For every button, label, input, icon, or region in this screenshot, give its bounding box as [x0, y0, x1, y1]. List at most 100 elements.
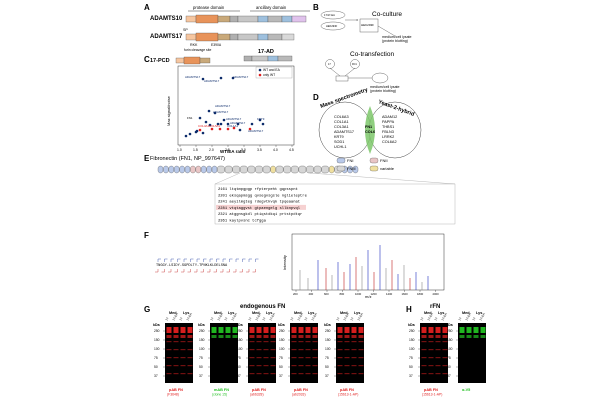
lane-label: 17 [178, 316, 183, 321]
blot-band [263, 327, 269, 333]
marker-label: 100 [154, 347, 160, 351]
blot-band [173, 341, 179, 343]
fn-domain-iii [232, 165, 240, 174]
spectrum-peaks [299, 245, 429, 290]
fn-domain-i [179, 165, 185, 174]
panel-e: E Fibronectin (FN1, NP_997647) FNI FNII … [144, 154, 456, 225]
blot-band [225, 327, 231, 333]
panel-letter-g: G [144, 305, 150, 314]
scatter-point [184, 134, 188, 138]
blot-band [225, 335, 231, 338]
lane-label: 17-EA [216, 312, 224, 321]
panel-h-title: rFN [430, 304, 440, 310]
blot-band [249, 335, 255, 338]
blot-band [263, 373, 269, 375]
venn-y2h-item: PAPPA [382, 120, 395, 124]
blot-band [270, 327, 276, 333]
marker-label: 50 [154, 365, 158, 369]
fibronectin-title: Fibronectin (FN1, NP_997647) [150, 156, 225, 162]
blot-band [337, 341, 343, 343]
blot-band [211, 327, 217, 333]
blot-band [442, 335, 448, 338]
scatter-point [232, 126, 236, 130]
lane-group-med: Med [169, 311, 177, 315]
blot-band [249, 373, 255, 375]
scatter-point [198, 116, 202, 120]
blot-band [291, 327, 297, 333]
blot-band [173, 335, 179, 338]
legend-fni: FNI [347, 158, 353, 163]
kda-label: kDa [278, 323, 286, 327]
lane-group-lys: Lys [438, 311, 444, 315]
lane-label: 17 [349, 316, 354, 321]
blot-band [256, 335, 262, 338]
marker-label: 100 [325, 347, 331, 351]
svg-text:17/17-EA: 17/17-EA [324, 13, 335, 17]
b-ion-mark [196, 258, 200, 262]
blot-band [291, 349, 297, 351]
panel-letter-a: A [144, 3, 150, 12]
scatter-point-label: KRT9 [257, 117, 265, 121]
scatter-points [184, 76, 265, 138]
blot-antibody-label: pAB FN [252, 388, 266, 392]
label-medium-lysate-2: medium/cell lysate [370, 85, 400, 89]
blot-band [337, 357, 343, 359]
blot-band [232, 327, 238, 333]
scatter-point [226, 122, 230, 126]
marker-label: 37 [447, 374, 451, 378]
y-ion-mark [155, 269, 159, 273]
blot-band [263, 365, 269, 367]
marker-label: 250 [237, 329, 243, 333]
x-tick-label: 1.5 [193, 148, 198, 152]
marker-label: 37 [279, 374, 283, 378]
scatter-point [195, 129, 199, 133]
y-ion-mark [200, 269, 204, 273]
y-ion-mark [246, 269, 250, 273]
fn-domain-iii [298, 165, 307, 174]
blot-band [173, 357, 179, 359]
blot-band [421, 365, 427, 367]
fn-domain-iii [291, 165, 299, 174]
fn-domain-ii [195, 165, 201, 174]
venn-y2h-item: FBLN3 [382, 130, 394, 134]
label-rkk: RKK [190, 43, 198, 47]
blot-band [473, 327, 479, 333]
blot-band [428, 327, 434, 333]
lane-label: 17 [209, 316, 214, 321]
label-protease-domain: protease domain [193, 5, 225, 10]
scatter-point-label: FN1 [187, 116, 193, 120]
x-tick-label: 2.0 [209, 148, 214, 152]
y-ion-mark [174, 269, 178, 273]
blot-band [358, 357, 364, 359]
marker-label: 37 [199, 374, 203, 378]
blot-band [298, 349, 304, 351]
blot-band [428, 373, 434, 375]
y-ion-mark [194, 269, 198, 273]
venn-overlap [365, 106, 375, 154]
venn-ms-item: COL3A1 [334, 125, 349, 129]
blot-band [263, 357, 269, 359]
blot-band [173, 365, 179, 367]
blot-band [166, 349, 172, 351]
b-ion-mark [164, 258, 168, 262]
label-ms-1: (protein blotting) [382, 39, 408, 43]
blot-band [187, 327, 193, 333]
scatter-point-label: COL1A1 [227, 124, 238, 128]
blot-band [428, 365, 434, 367]
blot-band [351, 335, 357, 338]
blot-band [358, 365, 364, 367]
panel-b: B Co-culture 17/17-EA HEK293F HEK293F me… [313, 3, 412, 93]
blot-band [435, 365, 441, 367]
blot-antibody-clone: (F3648) [167, 393, 179, 397]
marker-label: 50 [237, 365, 241, 369]
blot-band [337, 373, 343, 375]
b-ion-mark [248, 258, 252, 262]
scatter-xlabel: WT/EA ratio [220, 149, 246, 154]
marker-label: 75 [325, 356, 329, 360]
scatter-point-label: ADAMTS17 [204, 79, 220, 83]
lane-label: 17 [223, 316, 228, 321]
blot-antibody-label: pAB FN [169, 388, 183, 392]
sequence-line: 2241 aeyilmgteg rdegvtkvqk tpqeaanat [218, 200, 300, 205]
